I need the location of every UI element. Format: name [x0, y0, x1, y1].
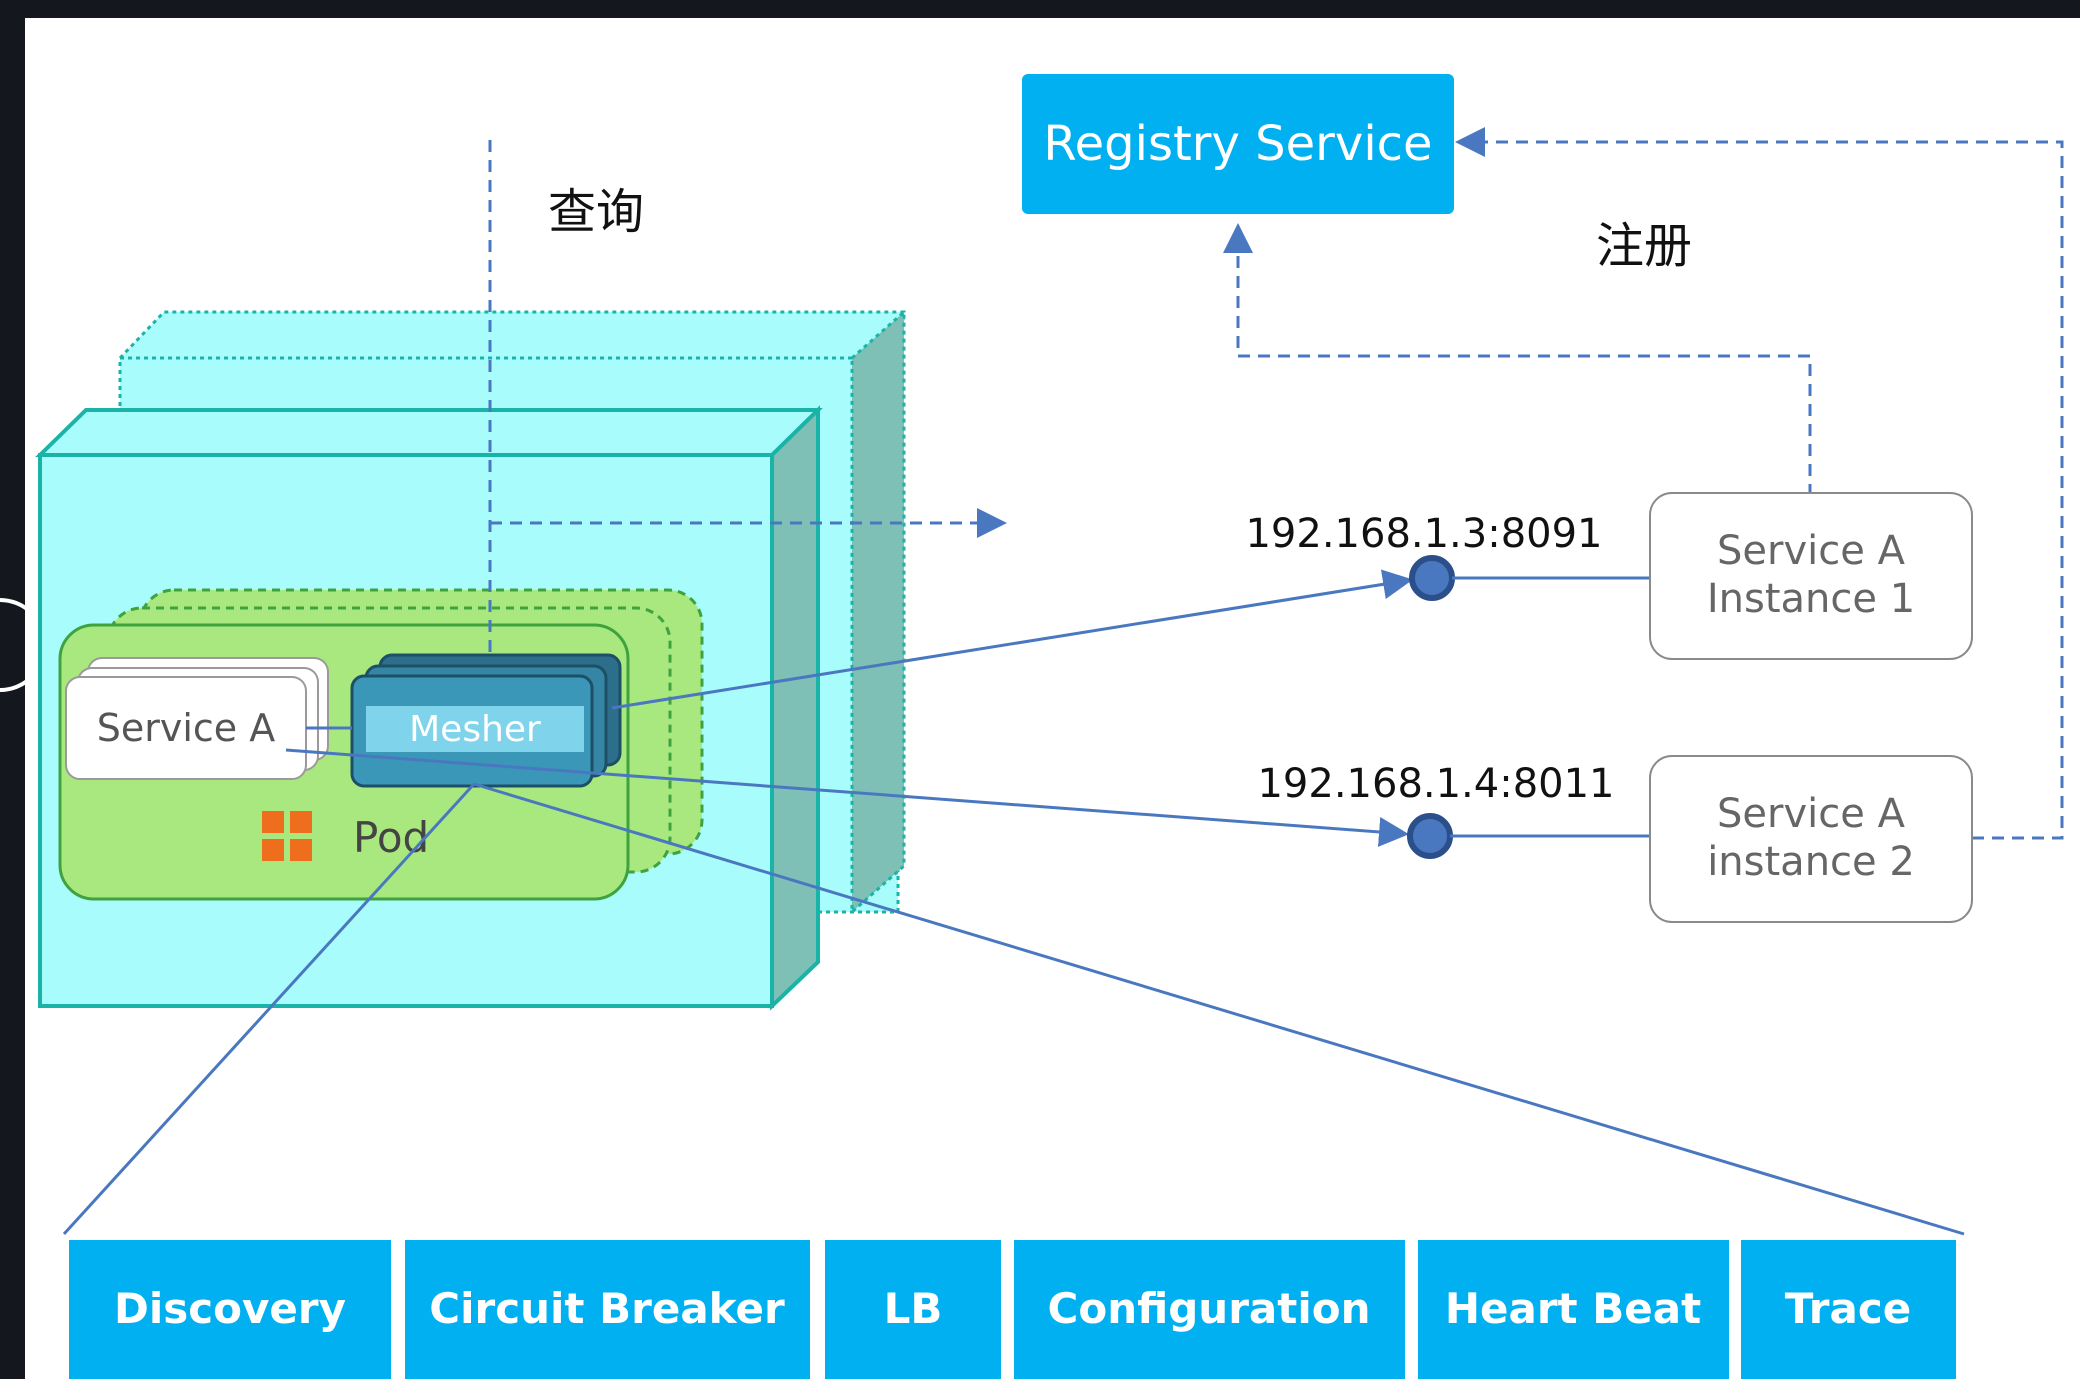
register-arrow-instance-1	[1223, 223, 1812, 496]
feature-lb[interactable]: LB	[825, 1240, 1001, 1379]
feature-discovery[interactable]: Discovery	[69, 1240, 391, 1379]
instance-2-line-1: Service A	[1717, 791, 1906, 837]
mesher-to-features-left	[62, 782, 476, 1236]
query-label: 查询	[548, 184, 644, 240]
service-a-label: Service A	[97, 706, 276, 750]
feature-heart-beat-label: Heart Beat	[1445, 1284, 1701, 1333]
feature-circuit-breaker[interactable]: Circuit Breaker	[405, 1240, 810, 1379]
registry-service-label: Registry Service	[1043, 116, 1432, 172]
mesher-to-features-right	[473, 782, 1965, 1236]
feature-trace[interactable]: Trace	[1741, 1240, 1956, 1379]
register-label: 注册	[1596, 218, 1692, 274]
endpoint-2-address: 192.168.1.4:8011	[1257, 761, 1614, 807]
mesher-label: Mesher	[409, 709, 541, 750]
mesher-to-endpoint-1	[611, 569, 1413, 710]
feature-configuration-label: Configuration	[1048, 1284, 1371, 1333]
pod-grid-icon	[262, 811, 312, 861]
feature-discovery-label: Discovery	[114, 1284, 346, 1333]
service-a-instance-1[interactable]: Service A Instance 1	[1649, 492, 1973, 660]
feature-trace-label: Trace	[1785, 1284, 1911, 1333]
feature-heart-beat[interactable]: Heart Beat	[1418, 1240, 1729, 1379]
endpoint-1[interactable]: 192.168.1.3:8091	[1245, 511, 1650, 601]
instance-1-line-1: Service A	[1717, 528, 1906, 574]
service-to-endpoint-2	[285, 748, 1409, 847]
endpoint-1-port-icon	[1409, 555, 1455, 601]
register-arrow-instance-2	[1455, 127, 2064, 840]
endpoint-2-port-icon	[1407, 813, 1453, 859]
feature-configuration[interactable]: Configuration	[1014, 1240, 1405, 1379]
feature-bar: Discovery Circuit Breaker LB Configurati…	[69, 1240, 1956, 1379]
instance-1-line-2: Instance 1	[1707, 576, 1915, 622]
feature-circuit-breaker-label: Circuit Breaker	[429, 1284, 785, 1333]
registry-service-node[interactable]: Registry Service	[1022, 74, 1454, 214]
service-a-node[interactable]: Service A	[65, 676, 307, 780]
endpoint-2[interactable]: 192.168.1.4:8011	[1257, 761, 1650, 859]
endpoint-1-address: 192.168.1.3:8091	[1245, 511, 1602, 557]
feature-lb-label: LB	[884, 1284, 943, 1333]
service-a-instance-2[interactable]: Service A instance 2	[1649, 755, 1973, 923]
instance-2-line-2: instance 2	[1707, 839, 1915, 885]
pod-label: Pod	[353, 813, 429, 862]
